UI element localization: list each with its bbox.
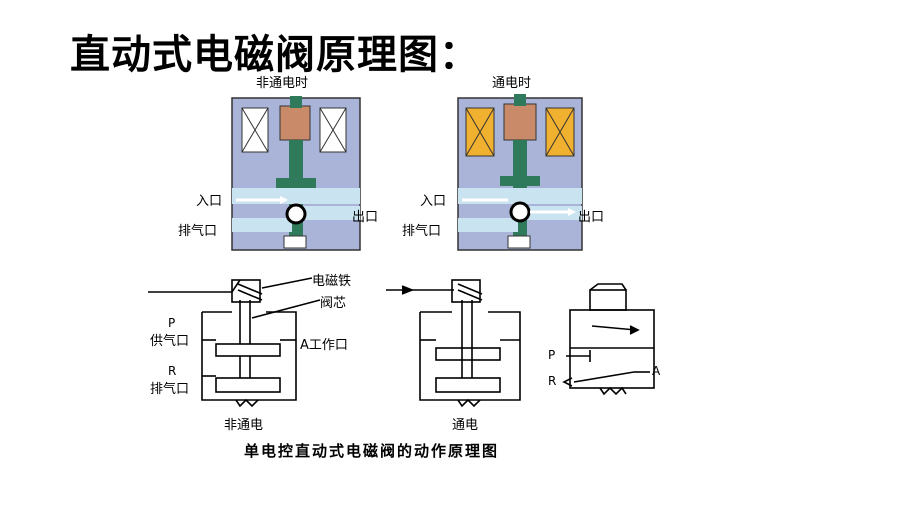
state-off-label: 非通电 bbox=[224, 418, 264, 433]
exhaust-port-label: 排气口 bbox=[150, 382, 190, 397]
valve-on-illustration bbox=[457, 94, 583, 251]
symbol-a-label: A bbox=[652, 364, 661, 378]
supply-letter-label: P bbox=[168, 316, 176, 330]
valve-off-heading: 非通电时 bbox=[256, 76, 309, 91]
exhaust-letter-label: R bbox=[168, 364, 177, 378]
supply-port-label: 供气口 bbox=[150, 334, 190, 349]
valve-on-exhaust-label: 排气口 bbox=[402, 224, 442, 239]
valve-on-outlet-label: 出口 bbox=[578, 210, 605, 225]
page-title: 直动式电磁阀原理图： bbox=[70, 32, 480, 78]
valve-on-inlet-label: 入口 bbox=[420, 194, 447, 209]
valve-symbol bbox=[562, 283, 655, 396]
state-on-label: 通电 bbox=[452, 418, 479, 433]
schematic-off bbox=[148, 277, 321, 408]
schematic-on bbox=[386, 279, 521, 408]
valve-off-exhaust-label: 排气口 bbox=[178, 224, 218, 239]
valve-core-label: 阀芯 bbox=[320, 296, 347, 311]
work-port-label: A工作口 bbox=[300, 338, 348, 353]
valve-off-inlet-label: 入口 bbox=[196, 194, 223, 209]
valve-on-heading: 通电时 bbox=[492, 76, 532, 91]
valve-off-outlet-label: 出口 bbox=[352, 210, 379, 225]
electromagnet-label: 电磁铁 bbox=[312, 274, 352, 289]
figure-caption: 单电控直动式电磁阀的动作原理图 bbox=[244, 442, 500, 460]
symbol-r-label: R bbox=[548, 374, 557, 388]
symbol-p-label: P bbox=[548, 348, 556, 362]
valve-off-illustration bbox=[231, 96, 361, 251]
